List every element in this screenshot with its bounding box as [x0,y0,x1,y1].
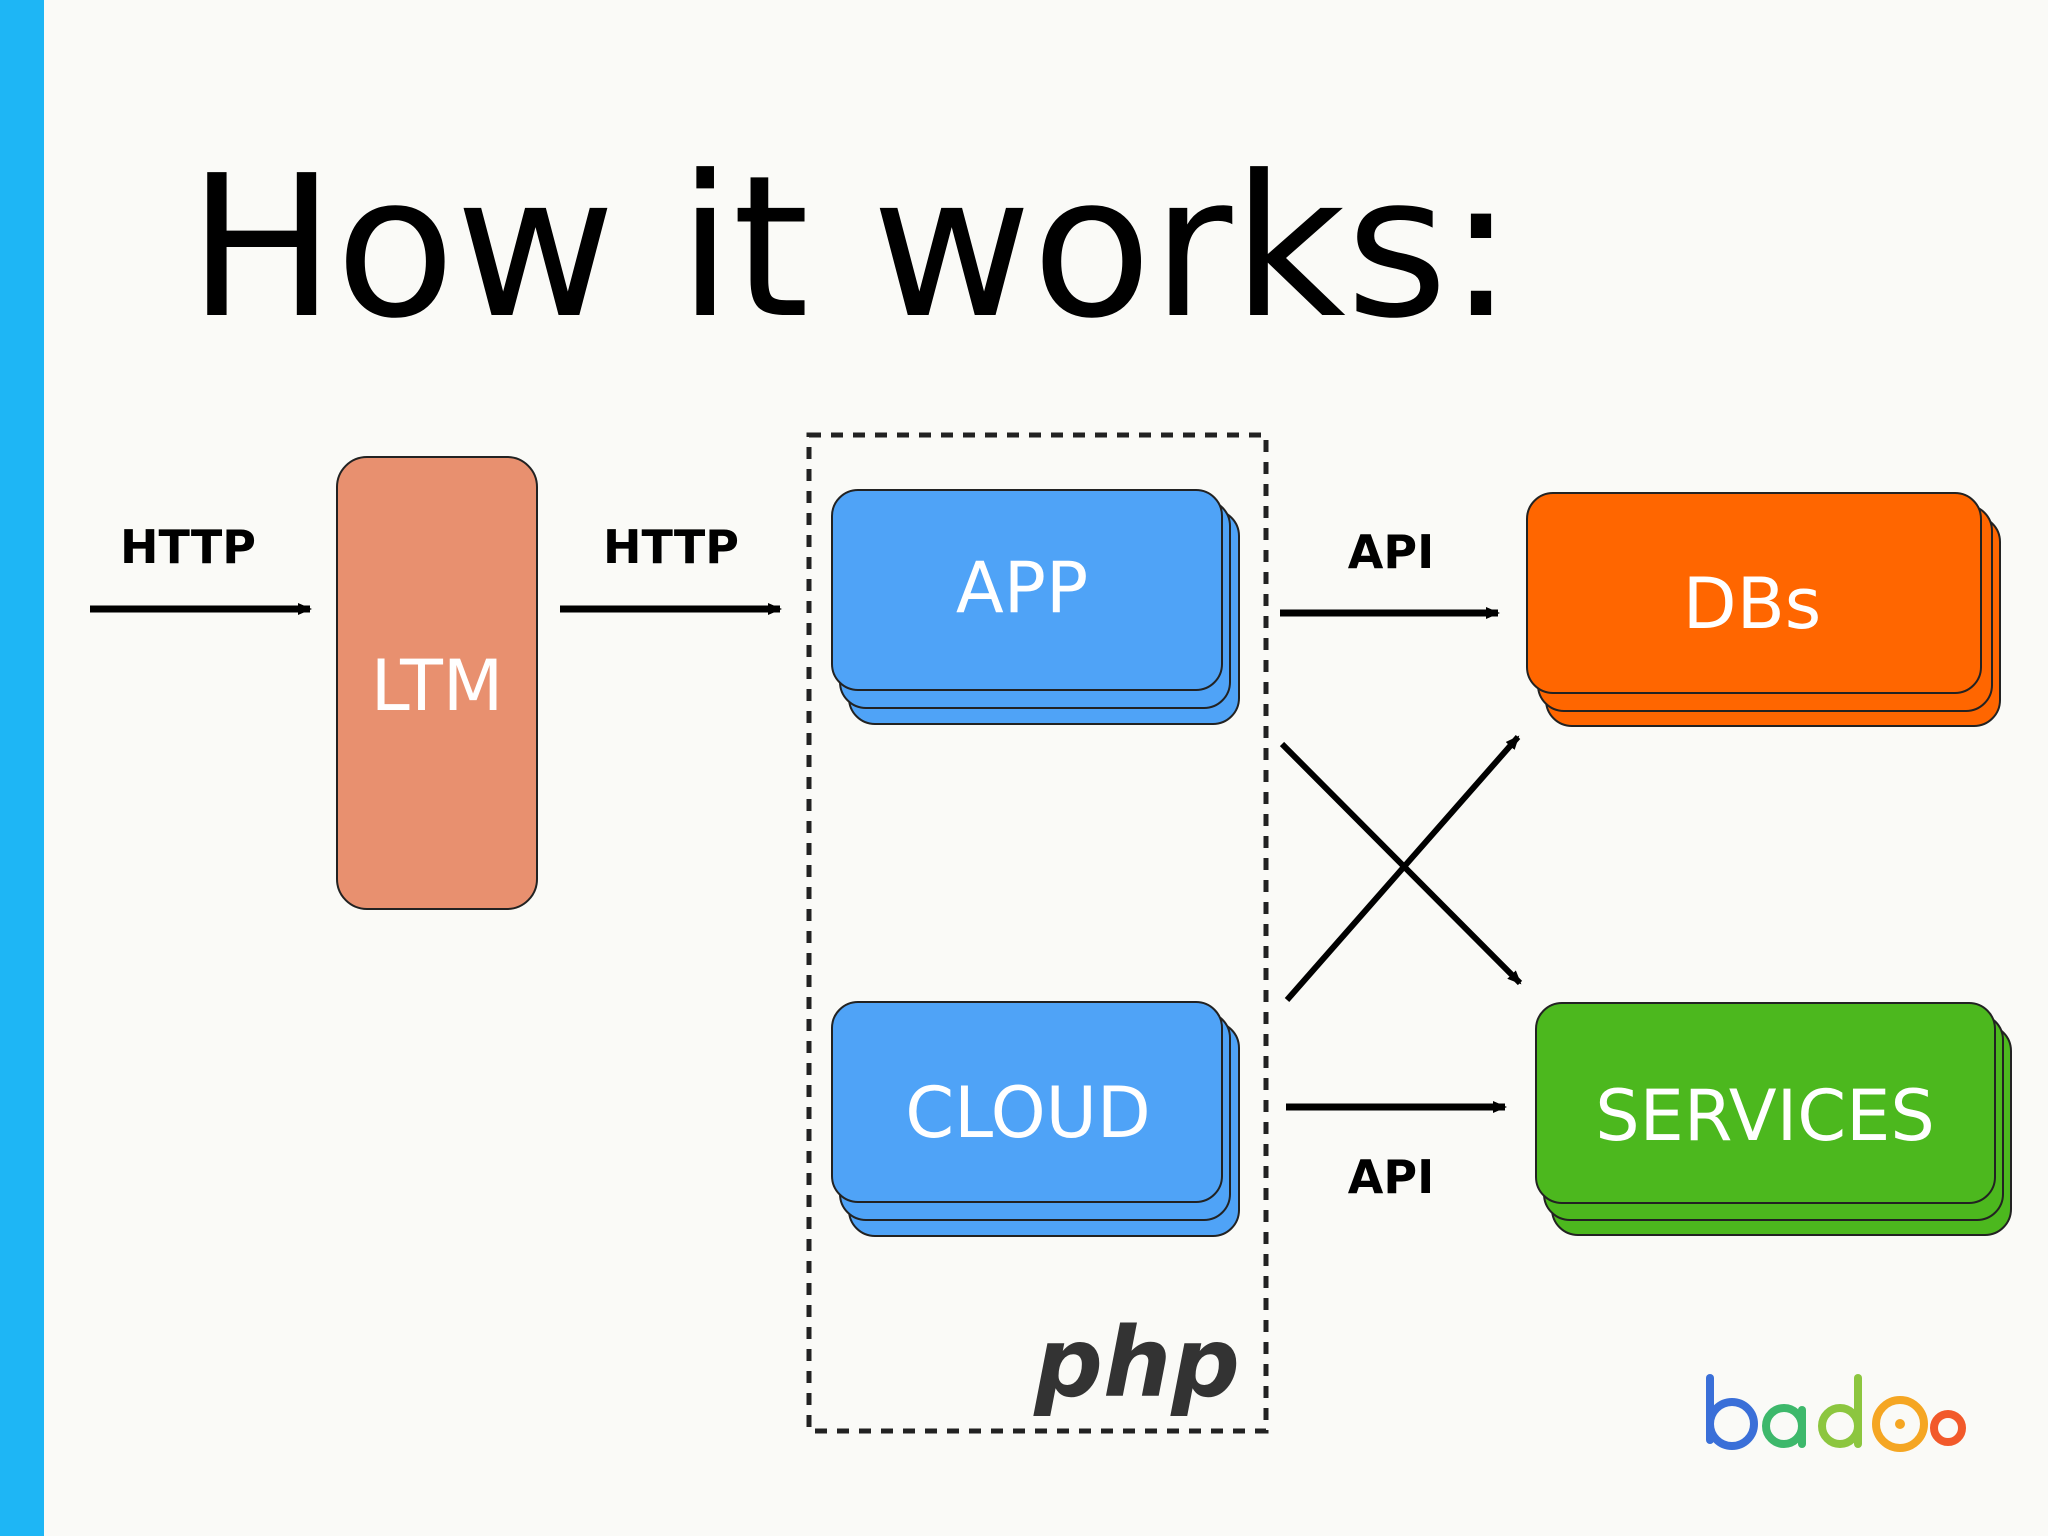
app-node: APP [831,489,1240,725]
ltm-label: LTM [371,645,504,727]
dbs-box [1526,492,1982,694]
accent-side-bar [0,0,44,1536]
app-box [831,489,1223,691]
label-http-ltm: HTTP [603,520,739,574]
arrow-app-to-services [1279,741,1523,986]
app-label: APP [956,547,1088,629]
cloud-label: CLOUD [905,1072,1151,1154]
dbs-node: DBs [1526,492,2001,727]
services-label: SERVICES [1595,1075,1935,1157]
dbs-label: DBs [1683,563,1821,645]
label-api-app: API [1348,525,1434,579]
arrow-cloud-to-dbs [1284,735,1521,1002]
cloud-node: CLOUD [831,1001,1240,1237]
label-api-cloud: API [1348,1150,1434,1204]
ltm-node: LTM [336,456,538,910]
php-group-frame [806,432,1269,1434]
php-logo: php [1033,1307,1240,1419]
badoo-logo [1706,1374,1966,1452]
ltm-box [336,456,538,910]
services-box [1535,1002,1996,1204]
label-http-client: HTTP [120,520,256,574]
slide-title: How it works: [188,134,1514,362]
services-node: SERVICES [1535,1002,2012,1236]
cloud-box [831,1001,1223,1203]
